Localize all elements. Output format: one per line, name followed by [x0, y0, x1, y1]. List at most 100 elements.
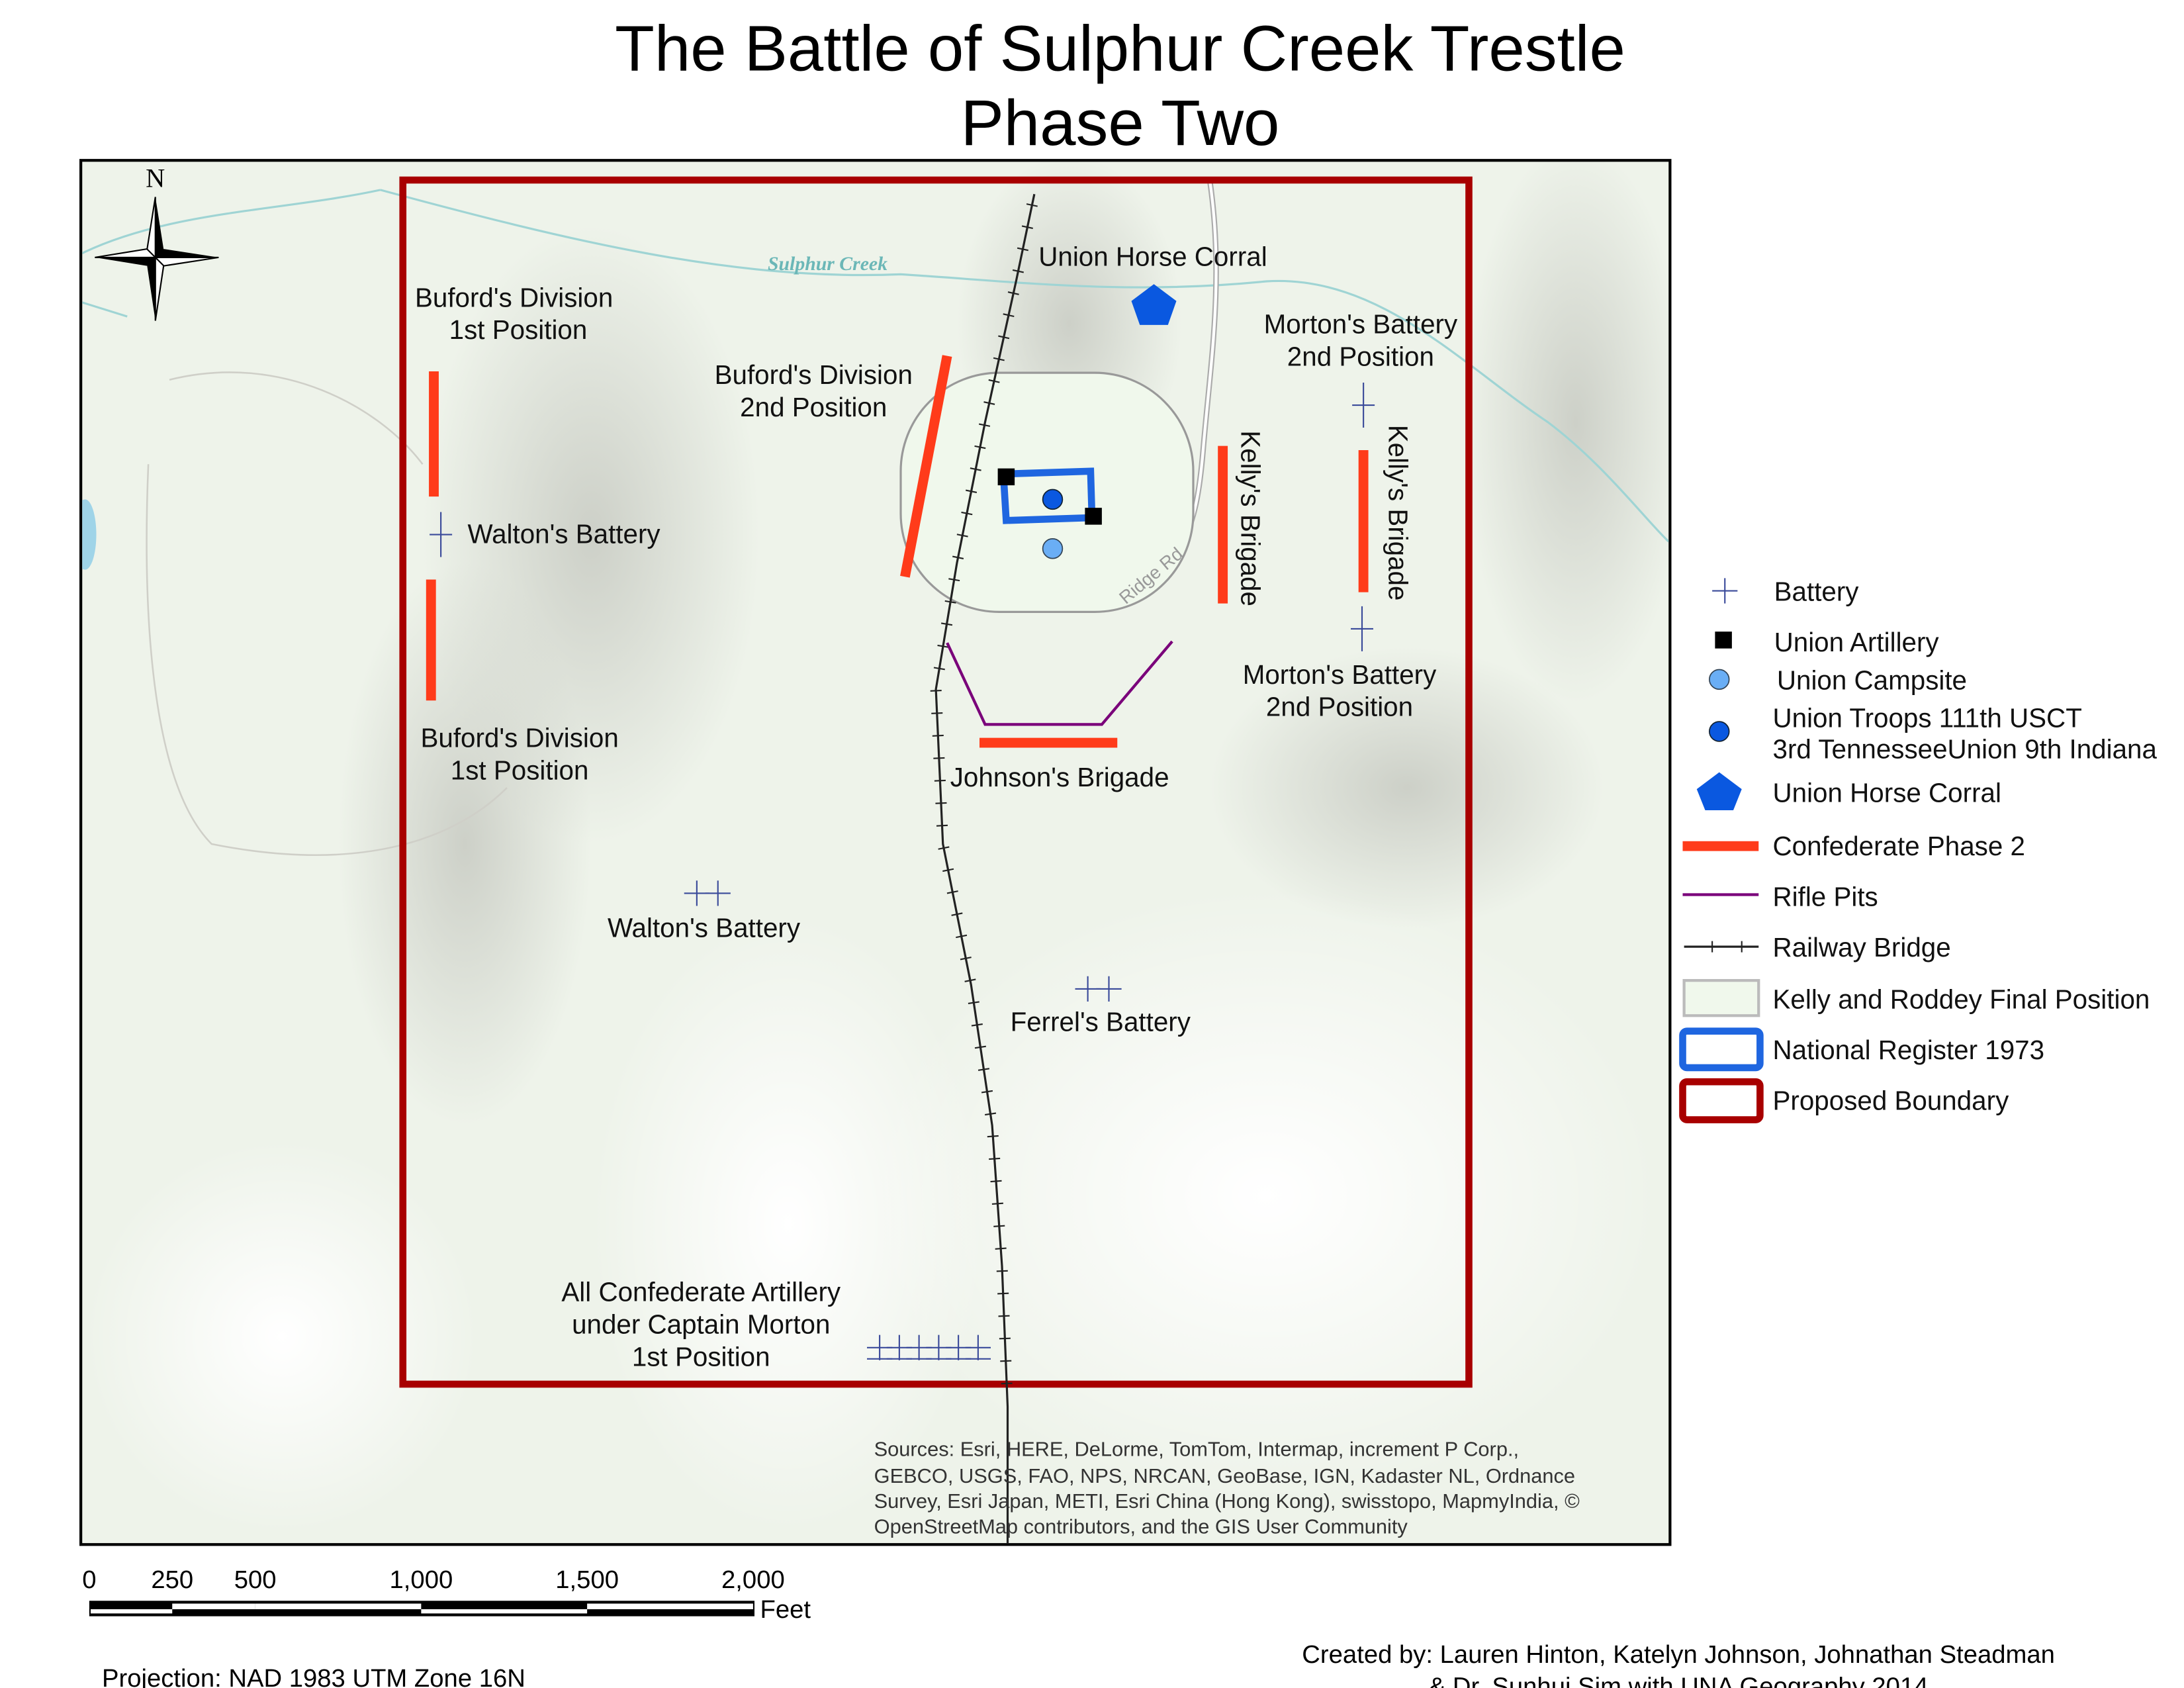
railway-tick: [961, 511, 973, 516]
railway-tick: [1000, 1360, 1012, 1362]
sources-attribution: Sources: Esri, HERE, DeLorme, TomTom, In…: [874, 1437, 1580, 1538]
legend-label: Union Campsite: [1777, 665, 1967, 695]
legend-label: Union Horse Corral: [1773, 777, 2001, 808]
label-waltons-top: Walton's Battery: [468, 518, 661, 549]
union-horse-corral-marker: [1131, 284, 1177, 325]
legend-label: Proposed Boundary: [1773, 1086, 2010, 1116]
scale-tick-label: 1,000: [390, 1566, 453, 1594]
railway-tick: [944, 600, 956, 604]
scale-bar: 0 250 500 1,000 1,500 2,000 Feet: [82, 1566, 811, 1624]
railway-tick: [1007, 291, 1019, 295]
railway-tick: [933, 667, 945, 671]
sources-line: Survey, Esri Japan, METI, Esri China (Ho…: [874, 1489, 1580, 1513]
railway-tick: [934, 779, 946, 782]
railway-tick: [968, 1001, 979, 1005]
railway-tick: [964, 978, 976, 982]
railway-tick: [930, 690, 942, 692]
railway-tick: [991, 1202, 1003, 1205]
railway-tick: [979, 423, 991, 427]
railway-tick: [935, 802, 947, 804]
battery-cross-icon: [705, 880, 731, 906]
scale-unit-label: Feet: [760, 1595, 811, 1624]
label-mortons-bottom-1: Morton's Battery: [1243, 659, 1437, 690]
proposed-boundary: [399, 176, 1473, 1388]
sources-line: Sources: Esri, HERE, DeLorme, TomTom, In…: [874, 1437, 1519, 1460]
railway-tick: [948, 578, 960, 582]
label-bufords-2nd-2: 2nd Position: [740, 392, 887, 422]
label-bufords-2nd-1: Buford's Division: [715, 359, 913, 390]
legend-label: Confederate Phase 2: [1773, 831, 2025, 861]
credits-line-1: Created by: Lauren Hinton, Katelyn Johns…: [1302, 1640, 2055, 1669]
railway-tick: [942, 868, 954, 872]
label-kellys-a: Kelly's Brigade: [1235, 430, 1265, 606]
label-bufords-1st-bottom-1: Buford's Division: [420, 722, 618, 753]
legend-label: Rifle Pits: [1773, 882, 1878, 912]
sulphur-creek-label: Sulphur Creek: [768, 253, 887, 275]
projection-text: Projection: NAD 1983 UTM Zone 16N: [102, 1664, 525, 1688]
railway-tick: [996, 1270, 1008, 1272]
railway-tick: [987, 1135, 999, 1138]
label-waltons-bottom: Walton's Battery: [608, 912, 801, 943]
railway-tick: [990, 1180, 1002, 1183]
scale-tick-label: 1,500: [555, 1566, 619, 1594]
railway-tick: [1017, 247, 1028, 252]
legend-union-artillery-icon: [1715, 632, 1732, 649]
railway-tick: [974, 445, 986, 449]
legend-union-troops-icon: [1709, 721, 1730, 742]
legend-label: National Register 1973: [1773, 1035, 2045, 1065]
battery-markers: [430, 383, 1375, 1360]
legend-label: Railway Bridge: [1773, 932, 1951, 962]
railway-tick: [938, 846, 950, 850]
legend-label: Union Artillery: [1774, 627, 1940, 657]
railway-tick: [951, 912, 963, 916]
railway-tick: [1012, 269, 1024, 273]
railway-tick: [933, 757, 945, 759]
title-line-2: Phase Two: [961, 87, 1280, 159]
railway-tick: [1003, 313, 1015, 318]
scale-tick-label: 0: [82, 1566, 96, 1594]
railway-tick: [1021, 225, 1033, 229]
legend-label: 3rd TennesseeUnion 9th Indiana: [1773, 733, 2158, 764]
sources-line: OpenStreetMap contributors, and the GIS …: [874, 1515, 1408, 1538]
railway-tick: [971, 1023, 983, 1027]
railway-tick: [1026, 203, 1038, 207]
north-arrow-icon: N: [95, 164, 219, 321]
railway-tick: [936, 824, 948, 827]
railway-tick: [993, 357, 1005, 361]
title-line-1: The Battle of Sulphur Creek Trestle: [615, 12, 1625, 84]
legend: Battery Union Artillery Union Campsite U…: [1679, 576, 2158, 1123]
railway-tick: [952, 555, 964, 559]
railway-tick: [993, 1225, 1005, 1227]
railway-tick: [932, 734, 944, 737]
confederate-phase-2-lines: [426, 355, 1369, 748]
label-all-confederate-3: 1st Position: [632, 1341, 770, 1372]
railway-tick: [931, 712, 943, 714]
label-union-horse-corral: Union Horse Corral: [1038, 242, 1267, 272]
scale-tick-label: 2,000: [721, 1566, 785, 1594]
scale-tick-label: 500: [234, 1566, 277, 1594]
legend-battery-icon: [1712, 578, 1738, 604]
legend-label: Kelly and Roddey Final Position: [1773, 984, 2150, 1015]
railway-tick: [997, 1292, 1009, 1295]
rifle-pits-line: [946, 640, 1173, 726]
label-kellys-b: Kelly's Brigade: [1383, 425, 1413, 601]
confederate-line-bufords-2nd: [900, 355, 952, 578]
railway-tick: [1001, 1382, 1013, 1385]
railway-tick: [956, 534, 968, 538]
label-bufords-1st-bottom-2: 1st Position: [451, 755, 589, 785]
legend-confederate-icon: [1682, 841, 1759, 851]
legend-national-register-icon: [1679, 1027, 1764, 1072]
railway-tick: [956, 934, 968, 939]
railway-tick: [937, 644, 949, 648]
battery-cross-icon: [1096, 976, 1122, 1002]
railway-tick: [998, 335, 1010, 340]
battery-cross-icon: [430, 512, 453, 557]
railway-tick: [983, 401, 995, 405]
label-mortons-top-1: Morton's Battery: [1264, 309, 1458, 340]
battery-cross-icon: [1352, 383, 1375, 428]
legend-label: Battery: [1774, 576, 1860, 606]
legend-railway-icon: [1684, 941, 1759, 953]
union-campsite-marker: [1042, 538, 1064, 559]
railway-tick: [974, 1045, 986, 1049]
